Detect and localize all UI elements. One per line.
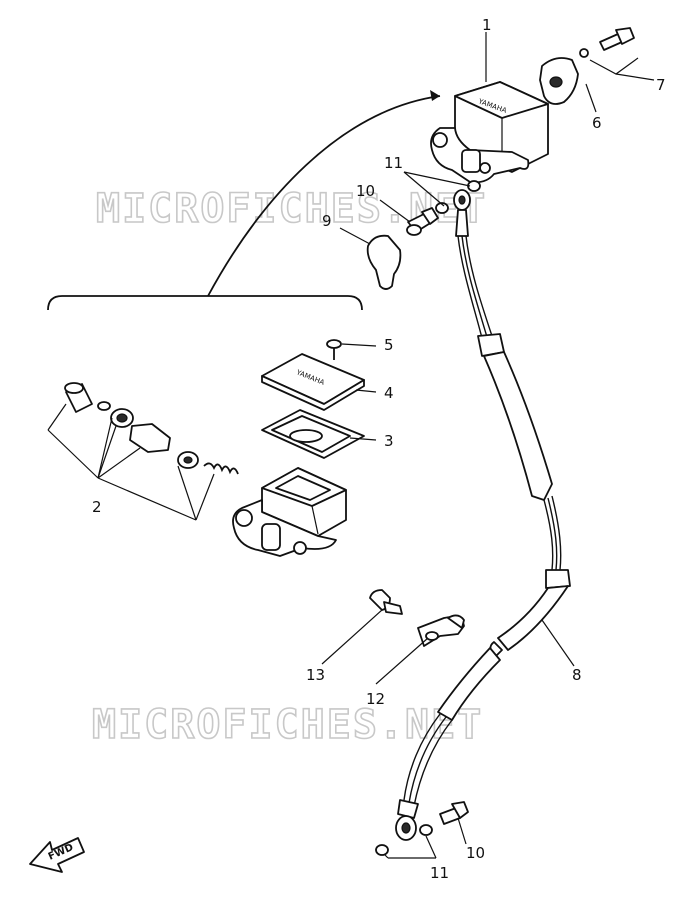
callout-6: 6: [592, 114, 602, 132]
union-bolt-top: [406, 207, 439, 236]
watermark-bottom: MICROFICHES.NET: [92, 702, 483, 748]
callout-8: 8: [572, 666, 582, 684]
callout-11-bottom: 11: [430, 864, 449, 882]
callouts: 1 2 3 4 5 6 7 8 9 10 10 11 11 12 13: [92, 16, 666, 882]
exploded-view-bracket: [47, 90, 441, 311]
copper-washers-top: [435, 180, 481, 214]
piston-kit: [47, 382, 239, 521]
callout-4: 4: [384, 384, 394, 402]
bolt-part-7: [579, 27, 635, 58]
hose-clamp: [417, 614, 465, 647]
bolt-part-13: [369, 589, 403, 615]
holder-part: [539, 57, 579, 105]
callout-10-top: 10: [356, 182, 375, 200]
master-cylinder-assembly: YAMAHA: [430, 81, 549, 184]
callout-11-top: 11: [384, 154, 403, 172]
master-cylinder-body: [232, 467, 347, 557]
copper-washers-bottom: [375, 824, 433, 856]
callout-7: 7: [656, 76, 666, 94]
reservoir-cap: YAMAHA: [261, 353, 365, 411]
callout-3: 3: [384, 432, 394, 450]
callout-13: 13: [306, 666, 325, 684]
diaphragm: [261, 409, 365, 459]
brake-hose: [395, 189, 571, 841]
callout-12: 12: [366, 690, 385, 708]
screw-part-5: [326, 339, 342, 360]
callout-10-bottom: 10: [466, 844, 485, 862]
rubber-cover: [366, 234, 402, 290]
callout-1: 1: [482, 16, 492, 34]
callout-2: 2: [92, 498, 102, 516]
callout-5: 5: [384, 336, 394, 354]
union-bolt-bottom: [439, 801, 469, 825]
leader-lines: [321, 32, 655, 859]
fwd-arrow: FWD: [29, 837, 85, 873]
callout-9: 9: [322, 212, 332, 230]
